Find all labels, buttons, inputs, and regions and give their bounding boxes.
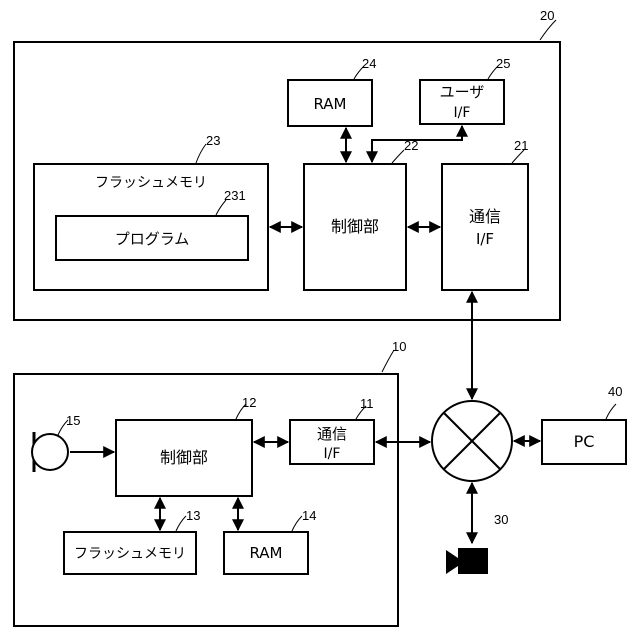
ref-20-leader bbox=[540, 20, 556, 40]
comm-21-line1: 通信 bbox=[469, 207, 501, 226]
user-if-25-line1: ユーザ bbox=[440, 83, 485, 101]
pc-40-label: PC bbox=[574, 432, 595, 451]
ref-14: 14 bbox=[302, 508, 316, 523]
ref-25: 25 bbox=[496, 56, 510, 71]
ref-20: 20 bbox=[540, 8, 554, 23]
ram-24-label: RAM bbox=[313, 95, 346, 113]
flash-13-label: フラッシュメモリ bbox=[74, 546, 186, 562]
ref-21: 21 bbox=[514, 138, 528, 153]
comm-11-line2: I/F bbox=[324, 446, 341, 462]
flash-23-label: フラッシュメモリ bbox=[95, 175, 207, 191]
device-10-frame bbox=[14, 374, 398, 626]
camera-30-icon bbox=[446, 548, 488, 574]
ref-231: 231 bbox=[224, 188, 246, 203]
ref-11: 11 bbox=[360, 396, 374, 411]
sensor-15-icon bbox=[32, 434, 68, 470]
comm-21-box bbox=[442, 164, 528, 290]
ref-13: 13 bbox=[186, 508, 200, 523]
comm-11-line1: 通信 bbox=[317, 425, 347, 443]
ref-15: 15 bbox=[66, 413, 80, 428]
ref-24: 24 bbox=[362, 56, 376, 71]
ref-10: 10 bbox=[392, 339, 406, 354]
comm-21-line2: I/F bbox=[476, 230, 494, 248]
program-231-label: プログラム bbox=[115, 230, 190, 248]
control-12-label: 制御部 bbox=[160, 448, 208, 467]
ref-40: 40 bbox=[608, 384, 622, 399]
ref-23: 23 bbox=[206, 133, 220, 148]
ref-30: 30 bbox=[494, 512, 508, 527]
control-22-label: 制御部 bbox=[331, 217, 379, 236]
user-if-25-line2: I/F bbox=[454, 105, 471, 121]
ram-14-label: RAM bbox=[249, 544, 282, 562]
ref-12: 12 bbox=[242, 395, 256, 410]
ref-40-leader bbox=[606, 404, 616, 419]
